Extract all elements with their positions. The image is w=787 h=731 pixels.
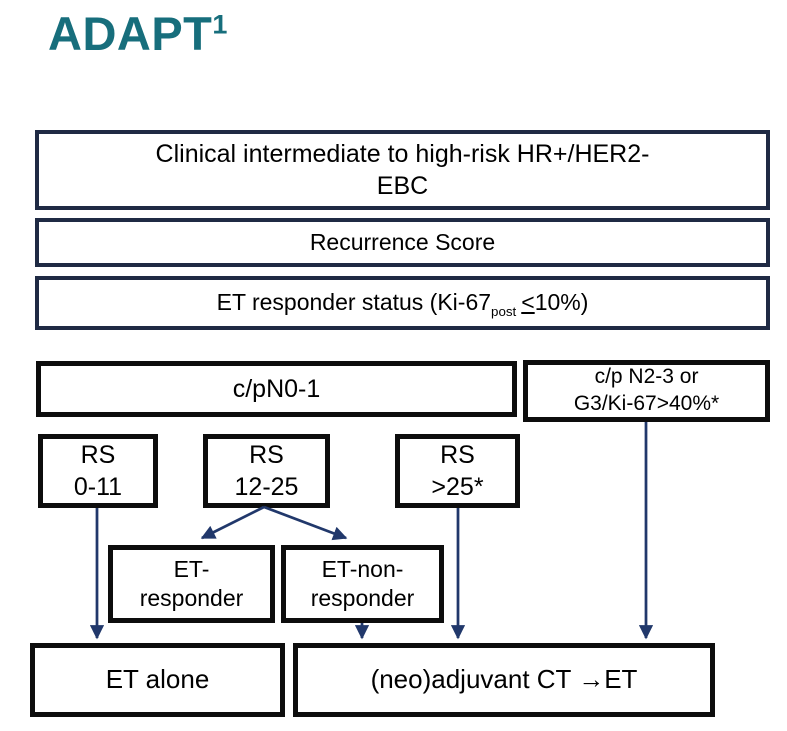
et-status-prefix: ET responder status (Ki-67	[216, 289, 492, 316]
page-title: ADAPT1	[48, 8, 228, 60]
et-non-responder-label: ET-non- responder	[310, 555, 415, 611]
neoadjuvant-ct-et-label: (neo)adjuvant CT →ET	[370, 664, 638, 695]
rs-0-11-label: RS 0-11	[73, 441, 123, 501]
rs-12-25-label: RS 12-25	[234, 441, 299, 501]
et-status-leq-symbol: <	[521, 289, 535, 316]
box-et-responder-status: ET responder status (Ki-67post<10%)	[35, 276, 770, 330]
box-clinical-ebc: Clinical intermediate to high-risk HR+/H…	[35, 130, 770, 210]
et-alone-label: ET alone	[105, 664, 210, 695]
box-et-alone: ET alone	[30, 643, 285, 717]
arrow-rs12-25-to-et-responder	[200, 505, 265, 540]
box-neoadjuvant-ct-et: (neo)adjuvant CT →ET	[293, 643, 715, 717]
page-title-text: ADAPT	[48, 7, 213, 60]
cpn2-3-label: c/p N2-3 or G3/Ki-67>40%*	[573, 365, 720, 415]
recurrence-score-label: Recurrence Score	[309, 228, 496, 255]
arrow-rs12-25-to-et-non-responder	[263, 505, 348, 541]
et-status-suffix: 10%)	[534, 289, 589, 316]
et-responder-label: ET- responder	[139, 555, 244, 611]
box-rs-0-11: RS 0-11	[38, 434, 158, 508]
box-et-responder: ET- responder	[108, 545, 275, 623]
box-recurrence-score: Recurrence Score	[35, 218, 770, 267]
box-rs-gt-25: RS >25*	[395, 434, 520, 508]
et-responder-status-label: ET responder status (Ki-67post<10%)	[216, 288, 589, 319]
cpn0-1-label: c/pN0-1	[232, 375, 321, 403]
box-et-non-responder: ET-non- responder	[281, 545, 444, 623]
rs-gt-25-label: RS >25*	[431, 441, 484, 501]
box-rs-12-25: RS 12-25	[203, 434, 330, 508]
page-title-superscript: 1	[212, 9, 228, 40]
box-cpn0-1: c/pN0-1	[36, 361, 517, 417]
clinical-ebc-label: Clinical intermediate to high-risk HR+/H…	[155, 140, 650, 200]
et-status-subscript: post	[491, 303, 517, 319]
box-cpn2-3-high-risk: c/p N2-3 or G3/Ki-67>40%*	[523, 360, 770, 422]
